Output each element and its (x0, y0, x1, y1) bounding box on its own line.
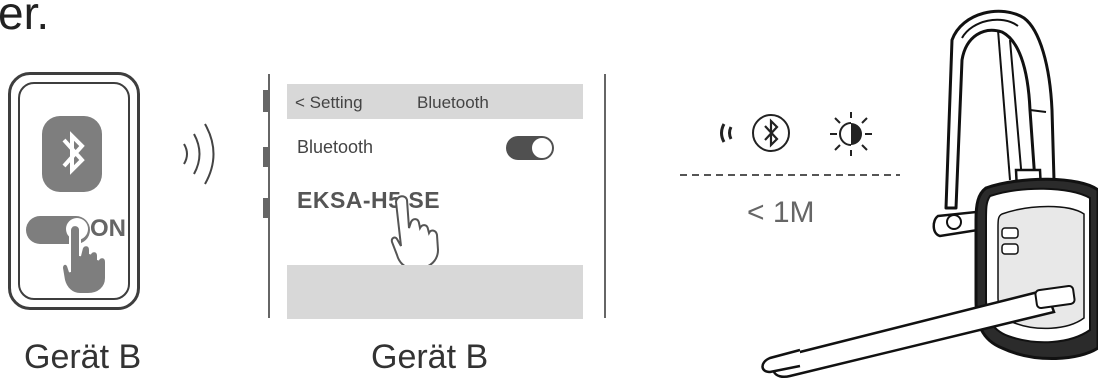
phone-device-left (8, 72, 140, 310)
middle-caption: Gerät B (371, 338, 489, 376)
hand-pointer-icon (390, 195, 440, 269)
side-button-1 (263, 90, 268, 112)
bluetooth-toggle[interactable] (506, 136, 554, 160)
dashed-divider (680, 174, 900, 176)
back-link[interactable]: < Setting (295, 93, 363, 112)
side-button-3 (263, 198, 268, 218)
bluetooth-icon (42, 116, 102, 192)
phone-frame-right-edge (604, 74, 606, 318)
screen-bottom-bar (287, 265, 583, 319)
screen-top-bar (287, 84, 583, 119)
signal-waves-icon (183, 123, 215, 185)
side-button-2 (263, 147, 268, 167)
hand-pointer-icon (60, 224, 107, 295)
phone-frame-left-edge (268, 74, 270, 318)
screen-title: Bluetooth (417, 93, 489, 112)
bluetooth-circle-icon (720, 114, 790, 152)
sun-blink-icon (830, 112, 872, 156)
heading-fragment: er. (0, 0, 50, 39)
toggle-on-label: ON (90, 215, 126, 242)
headset-illustration (761, 9, 1098, 379)
left-caption: Gerät B (24, 338, 142, 376)
device-name[interactable]: EKSA-H5 SE (297, 187, 441, 213)
bluetooth-row-label: Bluetooth (297, 137, 374, 157)
distance-label: < 1M (747, 196, 815, 229)
